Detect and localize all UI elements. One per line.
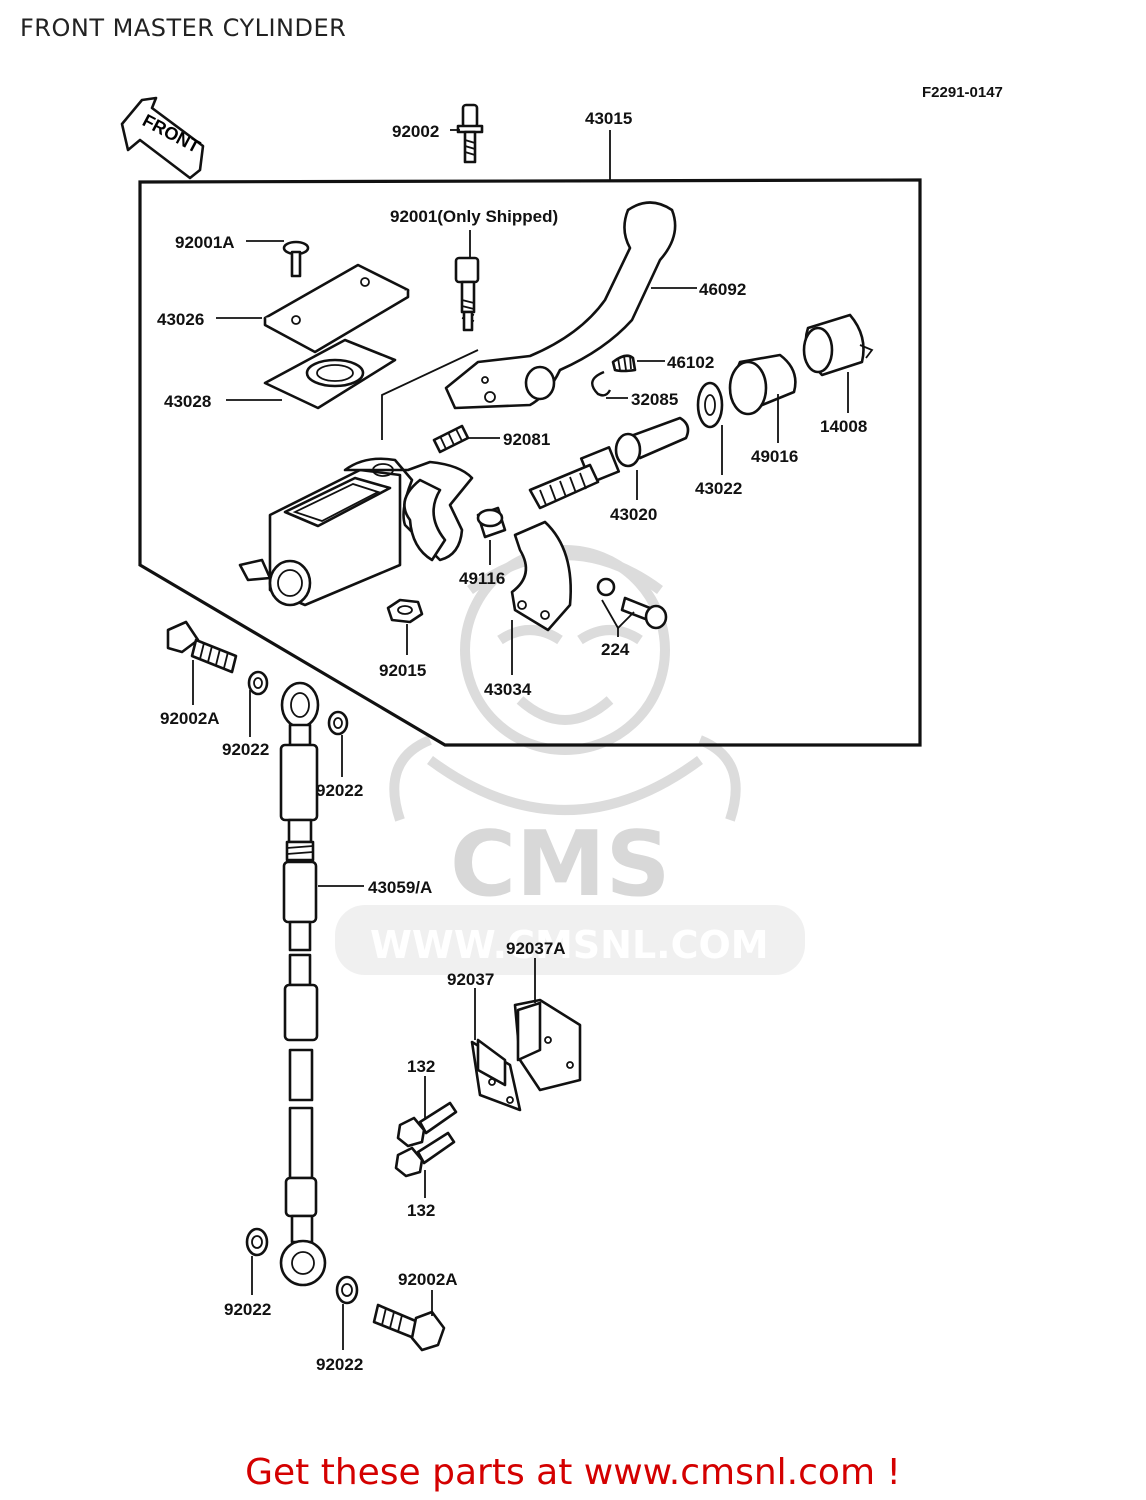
- boot-49016: [728, 353, 797, 416]
- spring-92081: [432, 424, 470, 454]
- banjo-bolt-92002A-bottom: [372, 1303, 446, 1352]
- label-92037A: 92037A: [506, 939, 566, 958]
- label-92022-b: 92022: [316, 781, 363, 800]
- watermark-logo: CMS WWW.CMSNL.COM: [335, 545, 805, 975]
- piston-43020: [528, 416, 690, 510]
- diagram-code: F2291-0147: [922, 84, 1003, 101]
- label-14008: 14008: [820, 417, 867, 436]
- label-92022-a: 92022: [222, 740, 269, 759]
- label-92001A: 92001A: [175, 233, 235, 252]
- bracket-92037A: [513, 998, 582, 1092]
- banjo-bolt-92002A-top: [166, 620, 238, 674]
- label-46102: 46102: [667, 353, 714, 372]
- assembly-frame: [138, 178, 922, 747]
- label-43026: 43026: [157, 310, 204, 329]
- brake-lever-46092: [444, 201, 677, 410]
- label-43034: 43034: [484, 680, 532, 699]
- nut-92015: [386, 598, 424, 624]
- label-92002A-top: 92002A: [160, 709, 220, 728]
- washer-92022-c: [245, 1227, 269, 1257]
- label-92002A-bottom: 92002A: [398, 1270, 458, 1289]
- bracket-92037: [470, 1038, 522, 1112]
- cover-14008: [802, 313, 874, 377]
- label-92022-d: 92022: [316, 1355, 363, 1374]
- spring-46102: [611, 354, 637, 373]
- label-92001: 92001(Only Shipped): [390, 207, 558, 226]
- bolt-132-b: [394, 1131, 456, 1178]
- label-92015: 92015: [379, 661, 426, 680]
- label-43020: 43020: [610, 505, 657, 524]
- label-43028: 43028: [164, 392, 211, 411]
- pivot-bolt-92001: [454, 256, 480, 332]
- footer-promo-link[interactable]: Get these parts at www.cmsnl.com !: [245, 1452, 901, 1493]
- watermark-url: WWW.CMSNL.COM: [370, 923, 769, 967]
- label-92081: 92081: [503, 430, 550, 449]
- label-92022-c: 92022: [224, 1300, 271, 1319]
- front-arrow-icon: FRONT: [120, 96, 205, 180]
- reservoir-cap-43026: [263, 263, 410, 354]
- diaphragm-43028: [263, 338, 397, 410]
- bolt-224: [596, 577, 668, 630]
- seal-49116: [476, 506, 507, 539]
- label-92037: 92037: [447, 970, 494, 989]
- clip-32085: [591, 370, 612, 397]
- washer-92022-a: [247, 670, 269, 696]
- bolt-92002: [456, 103, 484, 164]
- label-49116: 49116: [459, 569, 505, 588]
- label-132-a: 132: [407, 1057, 435, 1076]
- label-132-b: 132: [407, 1201, 435, 1220]
- parts-diagram: CMS WWW.CMSNL.COM FRONT: [120, 96, 922, 1374]
- label-43015: 43015: [585, 109, 632, 128]
- washer-43022: [696, 381, 724, 429]
- label-92002: 92002: [392, 122, 439, 141]
- bolt-132-a: [396, 1101, 458, 1148]
- clamp-43034: [510, 520, 572, 632]
- washer-92022-d: [335, 1275, 359, 1305]
- label-32085: 32085: [631, 390, 678, 409]
- label-46092: 46092: [699, 280, 746, 299]
- page-title: FRONT MASTER CYLINDER: [20, 14, 347, 42]
- brake-hose-43059A: [279, 681, 327, 1287]
- master-cylinder-body: [238, 457, 474, 607]
- label-43059A: 43059/A: [368, 878, 432, 897]
- label-49016: 49016: [751, 447, 798, 466]
- watermark-logo-text: CMS: [450, 812, 670, 917]
- label-43022: 43022: [695, 479, 742, 498]
- washer-92022-b: [327, 710, 349, 736]
- label-224: 224: [601, 640, 630, 659]
- screw-92001A: [282, 240, 310, 278]
